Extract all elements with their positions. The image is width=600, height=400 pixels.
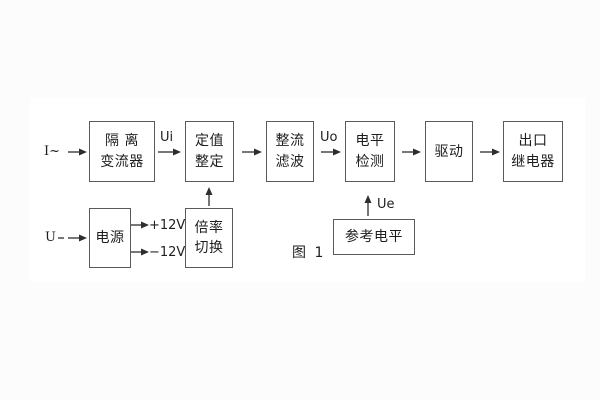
block-reference-level: 参考电平 (333, 219, 415, 255)
block-drive: 驱动 (425, 121, 473, 182)
block-label: 驱动 (434, 143, 464, 160)
block-label: 整流 (275, 133, 305, 150)
voltage-input-label: U (45, 230, 56, 245)
block-level-detect: 电平 检测 (345, 121, 395, 182)
block-label: 变流器 (100, 153, 144, 170)
block-label: 切换 (194, 240, 224, 256)
figure-caption: 图 1 (292, 245, 326, 261)
plus12v-label: +12V (149, 218, 186, 233)
block-ratio-switch: 倍率 切换 (185, 208, 233, 268)
block-label: 倍率 (194, 220, 224, 236)
block-label: 整定 (195, 153, 224, 170)
signal-ui-label: Ui (160, 130, 174, 145)
block-label: 电平 (355, 133, 385, 150)
block-setting-adjust: 定值 整定 (185, 121, 234, 182)
block-label: 电源 (95, 230, 125, 246)
block-label: 定值 (195, 133, 224, 150)
block-label: 检测 (355, 153, 385, 170)
minus12v-label: −12V (149, 245, 186, 260)
block-label: 继电器 (511, 153, 555, 170)
signal-ue-label: Ue (377, 197, 395, 212)
block-label: 滤波 (275, 153, 305, 170)
signal-uo-label: Uo (320, 130, 338, 145)
block-power-supply: 电源 (89, 208, 131, 268)
block-label: 出口 (518, 133, 548, 150)
block-label: 隔 离 (105, 133, 139, 150)
block-label: 参考电平 (345, 229, 403, 245)
block-rectifier-filter: 整流 滤波 (266, 121, 314, 182)
current-input-label: I~ (44, 144, 61, 159)
block-output-relay: 出口 继电器 (503, 121, 563, 182)
block-isolation-transformer: 隔 离 变流器 (89, 121, 155, 182)
